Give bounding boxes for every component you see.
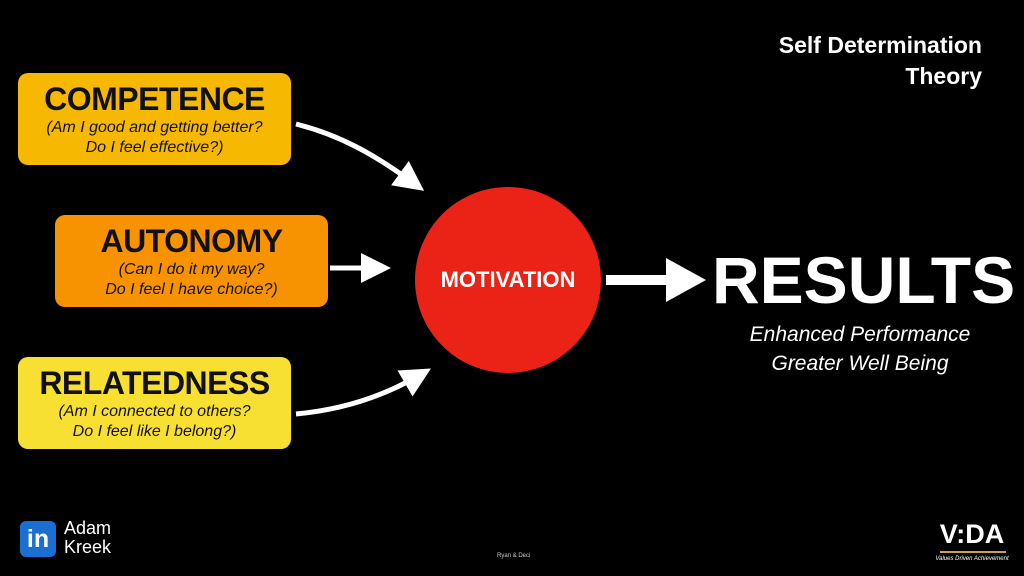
title-line-1: Self Determination bbox=[778, 32, 982, 58]
results-subtitle: Enhanced Performance Greater Well Being bbox=[712, 320, 1008, 378]
motivation-label: MOTIVATION bbox=[440, 267, 576, 292]
linkedin-icon[interactable]: in bbox=[20, 521, 56, 557]
results-heading: RESULTS bbox=[712, 243, 1016, 317]
autonomy-box: AUTONOMY (Can I do it my way? Do I feel … bbox=[55, 215, 328, 307]
results-line-1: Enhanced Performance bbox=[749, 323, 971, 346]
competence-question-2: Do I feel effective?) bbox=[85, 139, 224, 156]
competence-label: COMPETENCE bbox=[44, 81, 265, 117]
relatedness-box: RELATEDNESS (Am I connected to others? D… bbox=[18, 357, 291, 449]
author-last: Kreek bbox=[64, 537, 112, 557]
vida-tagline: Values Driven Achievement bbox=[935, 556, 1009, 562]
author-name[interactable]: Adam Kreek bbox=[64, 519, 111, 557]
vida-logo-underline bbox=[940, 551, 1006, 553]
autonomy-question-2: Do I feel I have choice?) bbox=[105, 281, 278, 298]
autonomy-question-1: (Can I do it my way? bbox=[118, 261, 265, 278]
relatedness-question-2: Do I feel like I belong?) bbox=[72, 423, 237, 440]
author-first: Adam bbox=[64, 518, 112, 538]
relatedness-question-1: (Am I connected to others? bbox=[58, 403, 251, 420]
arrow-competence bbox=[295, 121, 425, 191]
relatedness-label: RELATEDNESS bbox=[39, 365, 270, 401]
competence-box: COMPETENCE (Am I good and getting better… bbox=[18, 73, 291, 165]
results-line-2: Greater Well Being bbox=[771, 352, 949, 375]
competence-question-1: (Am I good and getting better? bbox=[46, 119, 263, 136]
citation: Ryan & Deci bbox=[497, 553, 531, 559]
motivation-circle: MOTIVATION bbox=[415, 187, 601, 373]
arrow-relatedness bbox=[295, 368, 431, 417]
autonomy-label: AUTONOMY bbox=[100, 223, 283, 259]
arrow-results-head bbox=[666, 258, 706, 302]
slide-title: Self Determination Theory bbox=[779, 30, 982, 92]
title-line-2: Theory bbox=[905, 63, 982, 89]
vida-logo: V:DA bbox=[939, 519, 1005, 549]
